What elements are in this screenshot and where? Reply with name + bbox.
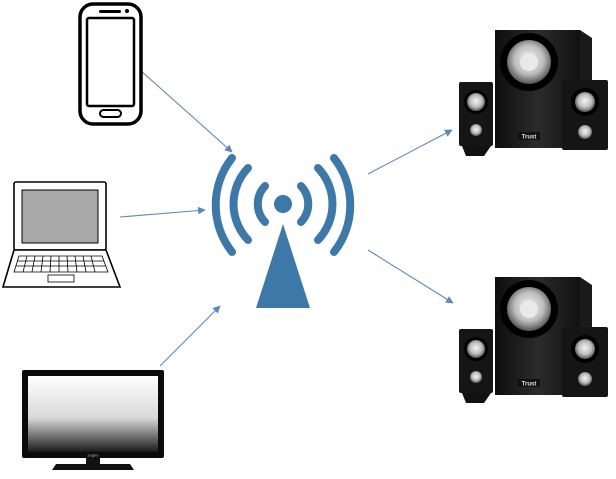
antenna-mast [256,224,310,308]
satellite-speaker-left [459,82,493,156]
arrow-hub-to-speaker-top [367,129,453,175]
connector-arrows [119,69,454,367]
arrow-laptop-to-hub [119,206,206,218]
satellite-speaker-right [562,327,608,397]
wifi-antenna-icon [211,154,355,308]
smartphone-icon [78,2,143,126]
arrow-television-to-hub [159,305,221,367]
antenna-dot [274,195,292,213]
laptop-icon [1,181,122,288]
speaker-set-bottom: Trust [459,277,608,403]
arrow-hub-to-speaker-bottom [367,249,454,304]
television-brand: sogno [88,453,100,458]
speaker-brand: Trust [522,135,537,141]
speaker-brand: Trust [522,382,537,388]
satellite-speaker-right [562,80,608,150]
television-icon: sogno [22,370,164,470]
satellite-speaker-left [459,329,493,403]
speaker-set-top: Trust [459,30,608,156]
arrow-smartphone-to-hub [139,69,233,153]
